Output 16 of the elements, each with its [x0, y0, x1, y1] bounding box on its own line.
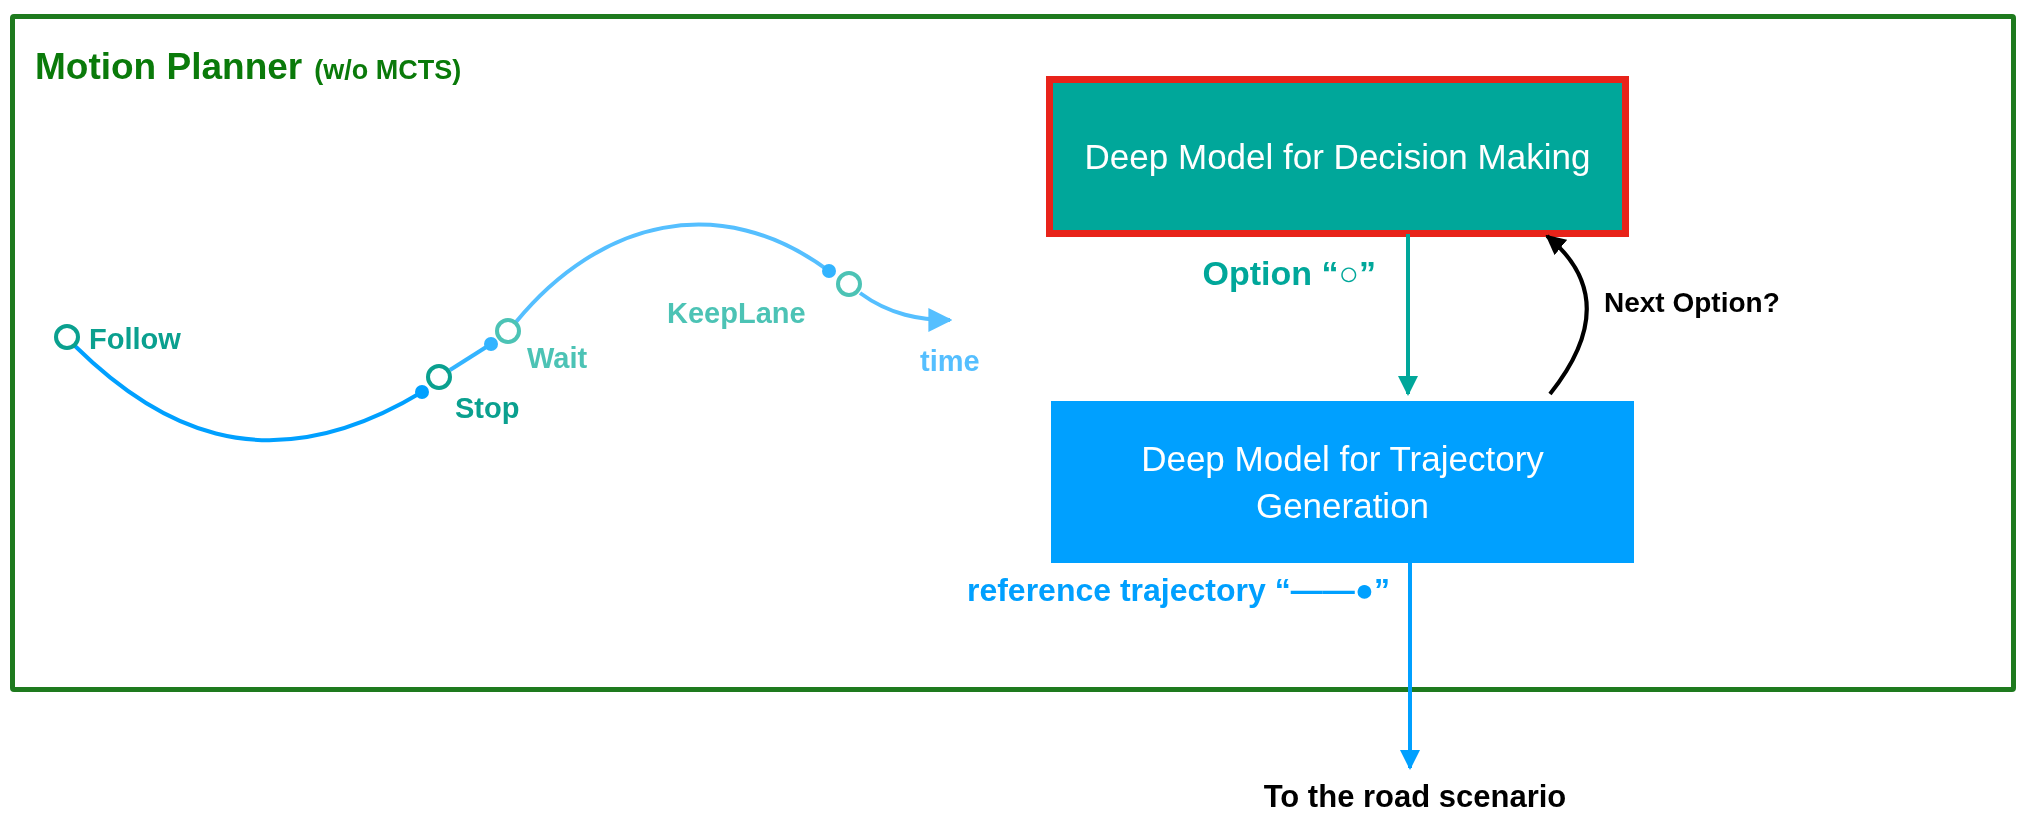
planner-frame	[10, 14, 2016, 692]
arrow	[1545, 234, 1589, 396]
arrow	[1400, 560, 1420, 770]
option-label: Wait	[527, 341, 588, 376]
frame-subtitle: (w/o MCTS)	[314, 54, 462, 87]
option-label: KeepLane	[667, 296, 806, 331]
process-box	[1046, 76, 1629, 237]
option-label: Follow	[89, 322, 181, 357]
node-text: Deep Model for Decision Making	[1084, 135, 1591, 178]
process-box	[1051, 401, 1634, 563]
option-label: Stop	[455, 391, 520, 426]
node-text: Deep Model for Trajectory Generation	[1140, 437, 1545, 527]
option-label: time	[920, 344, 980, 379]
frame-title: Motion Planner	[35, 45, 303, 89]
node-text: To the road scenario	[1263, 777, 1567, 816]
arrow	[1398, 234, 1418, 396]
